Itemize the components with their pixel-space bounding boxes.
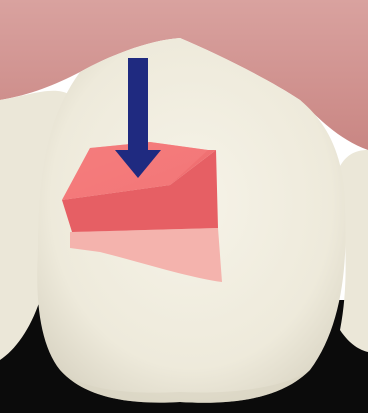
illustration-canvas [0, 0, 368, 413]
tooth-illustration [0, 0, 368, 413]
